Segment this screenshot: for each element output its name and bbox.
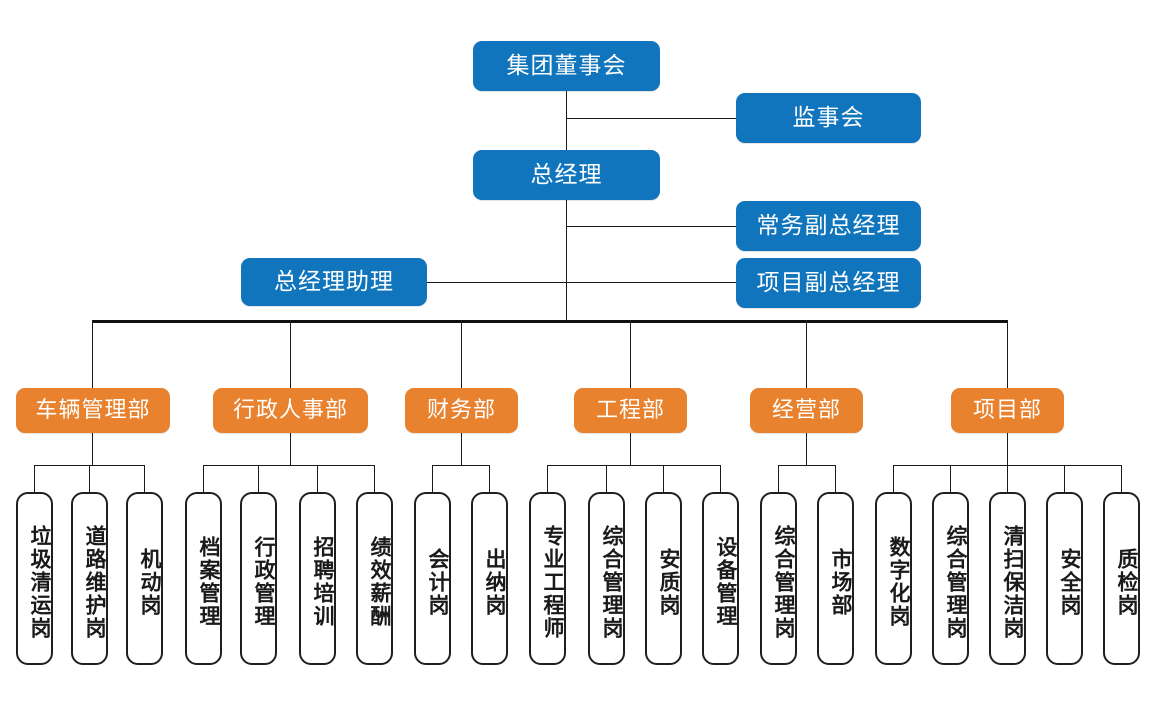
node-general-manager-assistant[interactable]: 总经理助理 (241, 258, 427, 306)
department-operations[interactable]: 经营部 (750, 388, 863, 433)
connector-dept4-drop-3 (663, 465, 664, 492)
connector-board-to-gm (566, 91, 567, 151)
connector-dept6-drop-1 (893, 465, 894, 492)
post-safety[interactable]: 安全岗 (1046, 492, 1083, 665)
post-mobile-duty[interactable]: 机动岗 (126, 492, 163, 665)
department-engineering[interactable]: 工程部 (574, 388, 687, 433)
post-project-general-management[interactable]: 综合管理岗 (932, 492, 969, 665)
node-board-of-directors[interactable]: 集团董事会 (473, 41, 660, 91)
connector-dept4-drop-2 (606, 465, 607, 492)
connector-dept4-stem (630, 432, 631, 465)
department-project[interactable]: 项目部 (951, 388, 1064, 433)
connector-gm-trunk-to-supervisory (566, 118, 737, 119)
post-cleaning-sanitation[interactable]: 清扫保洁岗 (989, 492, 1026, 665)
connector-bus-drop-2 (290, 320, 291, 388)
post-equipment-management[interactable]: 设备管理 (702, 492, 739, 665)
connector-dept1-stem (92, 432, 93, 465)
connector-dept4-bar (547, 465, 721, 466)
connector-dept6-drop-2 (950, 465, 951, 492)
connector-bus-drop-3 (461, 320, 462, 388)
post-quality-inspection[interactable]: 质检岗 (1103, 492, 1140, 665)
connector-dept3-stem (461, 432, 462, 465)
connector-dept2-drop-4 (374, 465, 375, 492)
connector-dept3-drop-2 (489, 465, 490, 492)
connector-department-bus (92, 320, 1008, 323)
connector-gm-assistant-to-trunk (426, 282, 567, 283)
connector-dept1-drop-2 (89, 465, 90, 492)
connector-dept4-drop-4 (720, 465, 721, 492)
connector-trunk-to-exec-vice-gm (566, 226, 737, 227)
post-marketing[interactable]: 市场部 (817, 492, 854, 665)
connector-dept6-drop-5 (1121, 465, 1122, 492)
node-executive-vice-general-manager[interactable]: 常务副总经理 (736, 201, 921, 251)
connector-dept3-drop-1 (432, 465, 433, 492)
post-garbage-transport[interactable]: 垃圾清运岗 (16, 492, 53, 665)
node-general-manager[interactable]: 总经理 (473, 150, 660, 200)
connector-dept5-bar (778, 465, 836, 466)
department-admin-hr[interactable]: 行政人事部 (213, 388, 368, 433)
node-supervisory-board[interactable]: 监事会 (736, 93, 921, 143)
connector-bus-drop-5 (806, 320, 807, 388)
post-professional-engineer[interactable]: 专业工程师 (529, 492, 566, 665)
connector-dept2-drop-1 (203, 465, 204, 492)
connector-dept6-stem (1007, 432, 1008, 465)
post-performance-compensation[interactable]: 绩效薪酬 (356, 492, 393, 665)
connector-dept5-drop-2 (835, 465, 836, 492)
connector-dept1-drop-3 (144, 465, 145, 492)
department-finance[interactable]: 财务部 (405, 388, 518, 433)
connector-dept2-bar (203, 465, 375, 466)
connector-bus-drop-6 (1007, 320, 1008, 388)
connector-bus-drop-4 (630, 320, 631, 388)
connector-dept2-stem (290, 432, 291, 465)
connector-dept2-drop-3 (317, 465, 318, 492)
post-cashier[interactable]: 出纳岗 (471, 492, 508, 665)
post-operations-general-management[interactable]: 综合管理岗 (760, 492, 797, 665)
post-engineering-general-management[interactable]: 综合管理岗 (588, 492, 625, 665)
post-recruitment-training[interactable]: 招聘培训 (299, 492, 336, 665)
post-safety-quality[interactable]: 安质岗 (645, 492, 682, 665)
connector-bus-drop-1 (92, 320, 93, 388)
connector-gm-to-bus (566, 199, 567, 321)
post-archive-management[interactable]: 档案管理 (185, 492, 222, 665)
connector-trunk-to-project-vice-gm (566, 282, 737, 283)
connector-dept6-drop-3 (1007, 465, 1008, 492)
post-road-maintenance[interactable]: 道路维护岗 (71, 492, 108, 665)
post-digitalization[interactable]: 数字化岗 (875, 492, 912, 665)
node-project-vice-general-manager[interactable]: 项目副总经理 (736, 258, 921, 308)
connector-dept3-bar (432, 465, 490, 466)
connector-dept5-drop-1 (778, 465, 779, 492)
department-vehicle-management[interactable]: 车辆管理部 (16, 388, 170, 433)
post-accounting[interactable]: 会计岗 (414, 492, 451, 665)
connector-dept5-stem (806, 432, 807, 465)
connector-dept6-drop-4 (1064, 465, 1065, 492)
post-administrative-management[interactable]: 行政管理 (240, 492, 277, 665)
connector-dept2-drop-2 (258, 465, 259, 492)
connector-dept1-drop-1 (34, 465, 35, 492)
connector-dept4-drop-1 (547, 465, 548, 492)
